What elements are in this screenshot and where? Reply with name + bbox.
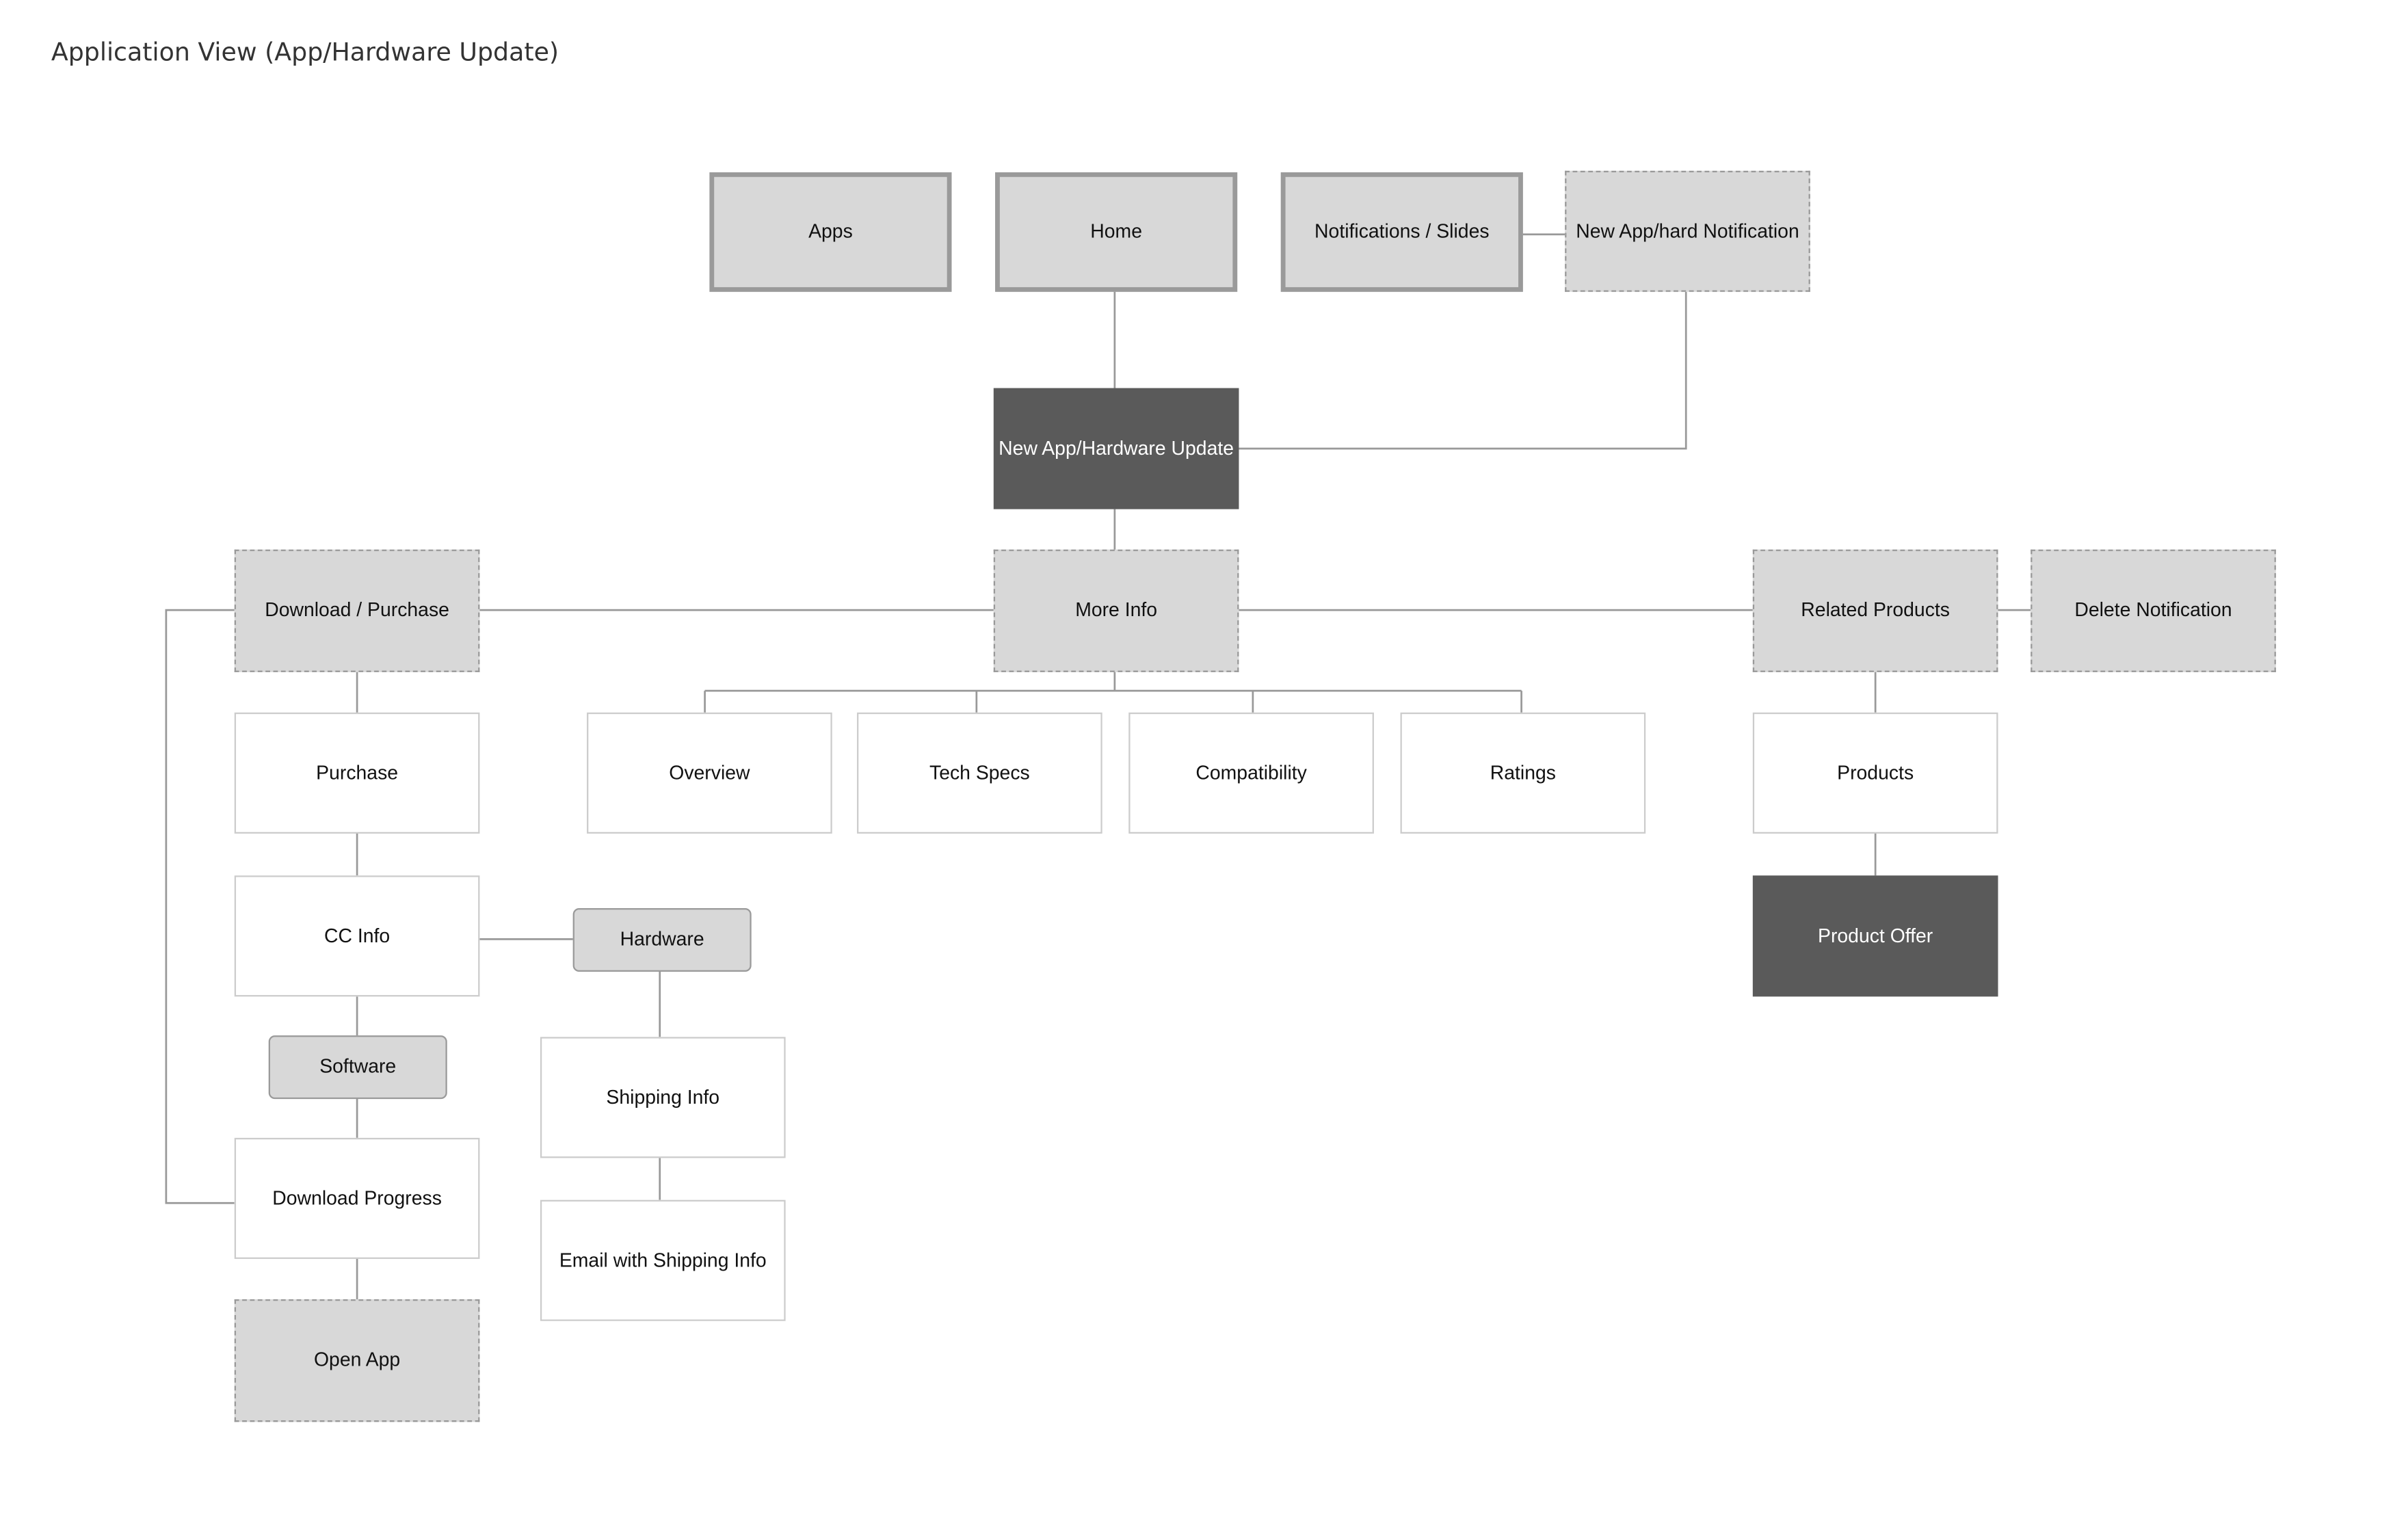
- node-overview-label: Overview: [669, 761, 750, 784]
- node-download-progress-label: Download Progress: [272, 1186, 442, 1209]
- node-ratings[interactable]: Ratings: [1400, 712, 1646, 834]
- node-notifications-slides-label: Notifications / Slides: [1314, 220, 1490, 243]
- node-open-app-label: Open App: [313, 1349, 401, 1371]
- node-overview[interactable]: Overview: [587, 712, 832, 834]
- node-shipping-info-label: Shipping Info: [606, 1085, 720, 1108]
- node-products-label: Products: [1837, 761, 1914, 784]
- node-open-app[interactable]: Open App: [234, 1299, 480, 1422]
- node-product-offer-label: Product Offer: [1818, 924, 1933, 946]
- node-cc-info-label: CC Info: [323, 924, 391, 946]
- connector-newapp-notification-to-update: [1237, 291, 1687, 450]
- node-software-label: Software: [319, 1055, 397, 1078]
- node-tech-specs-label: Tech Specs: [929, 761, 1030, 784]
- node-download-purchase[interactable]: Download / Purchase: [234, 549, 480, 672]
- node-tech-specs[interactable]: Tech Specs: [857, 712, 1102, 834]
- node-apps-label: Apps: [808, 220, 853, 243]
- node-software[interactable]: Software: [268, 1035, 447, 1100]
- connector-download-loop: [165, 609, 235, 1204]
- node-compatibility[interactable]: Compatibility: [1128, 712, 1374, 834]
- node-email-with-shipping-info-label: Email with Shipping Info: [559, 1249, 767, 1271]
- node-download-purchase-label: Download / Purchase: [265, 599, 449, 621]
- node-more-info[interactable]: More Info: [993, 549, 1239, 672]
- node-ratings-label: Ratings: [1490, 761, 1556, 784]
- node-related-products[interactable]: Related Products: [1752, 549, 1998, 672]
- node-product-offer[interactable]: Product Offer: [1752, 875, 1998, 997]
- node-hardware-label: Hardware: [620, 928, 704, 951]
- node-download-progress[interactable]: Download Progress: [234, 1137, 480, 1259]
- node-hardware[interactable]: Hardware: [572, 907, 752, 972]
- node-products[interactable]: Products: [1752, 712, 1998, 834]
- node-apps[interactable]: Apps: [709, 172, 952, 292]
- node-compatibility-label: Compatibility: [1195, 761, 1307, 784]
- node-related-products-label: Related Products: [1801, 599, 1950, 621]
- node-new-app-hard-notification-label: New App/hard Notification: [1576, 220, 1799, 241]
- node-shipping-info[interactable]: Shipping Info: [540, 1037, 786, 1158]
- node-home[interactable]: Home: [995, 172, 1238, 292]
- node-cc-info[interactable]: CC Info: [234, 875, 480, 997]
- node-notifications-slides[interactable]: Notifications / Slides: [1280, 172, 1523, 292]
- node-delete-notification[interactable]: Delete Notification: [2031, 549, 2276, 672]
- node-more-info-label: More Info: [1075, 599, 1158, 621]
- node-new-app-hardware-update-label: New App/Hardware Update: [999, 437, 1234, 459]
- node-home-label: Home: [1090, 220, 1142, 243]
- node-new-app-hardware-update[interactable]: New App/Hardware Update: [993, 388, 1239, 509]
- node-delete-notification-label: Delete Notification: [2074, 599, 2232, 621]
- node-purchase-label: Purchase: [316, 761, 399, 784]
- node-new-app-hard-notification[interactable]: New App/hard Notification: [1565, 170, 1810, 292]
- page-title: Application View (App/Hardware Update): [51, 37, 559, 67]
- node-purchase[interactable]: Purchase: [234, 712, 480, 834]
- node-email-with-shipping-info[interactable]: Email with Shipping Info: [540, 1199, 786, 1321]
